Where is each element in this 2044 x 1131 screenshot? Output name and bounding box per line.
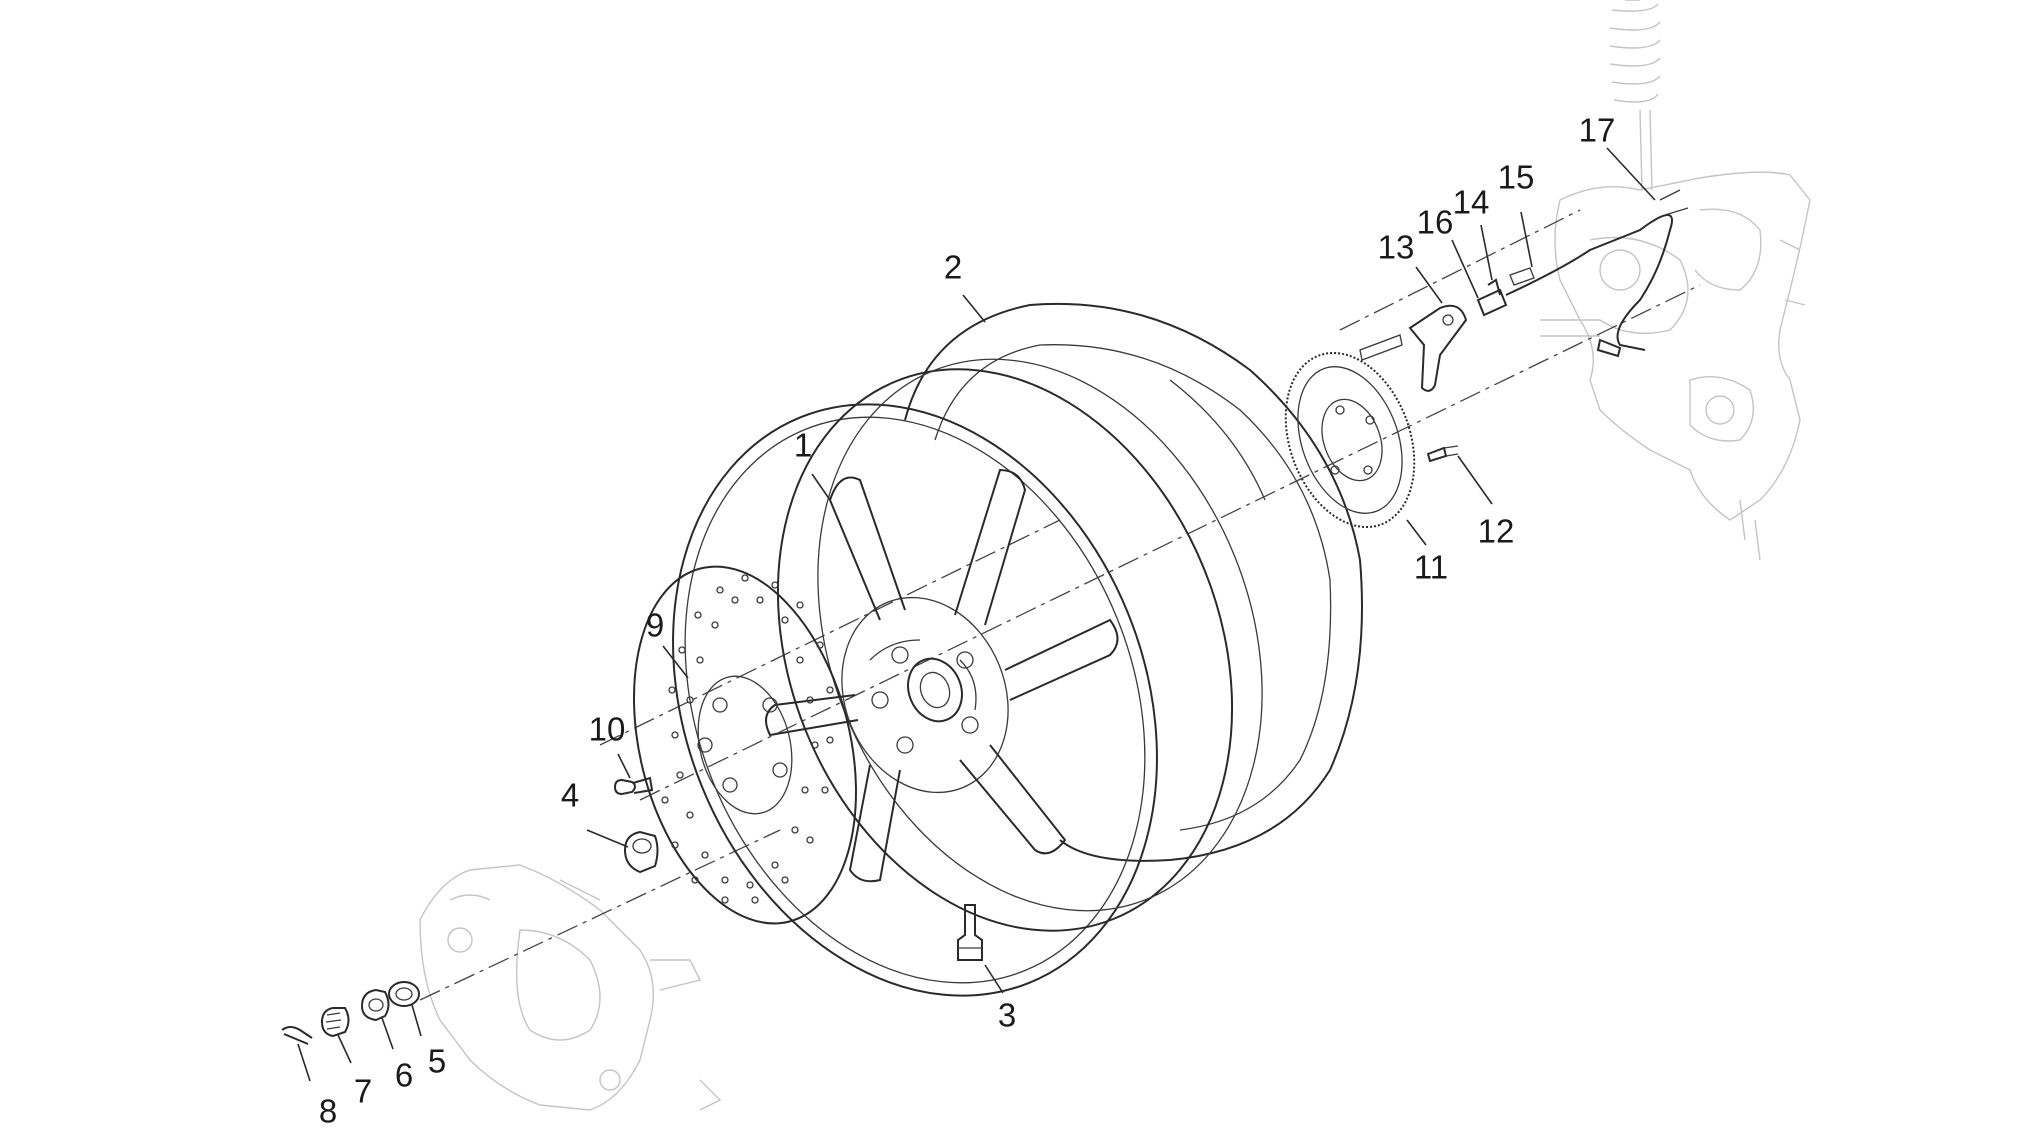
- callout-15: 15: [1498, 159, 1535, 196]
- callout-4: 4: [561, 777, 579, 814]
- callout-11: 11: [1414, 549, 1448, 586]
- axle-nut-7: [320, 1007, 350, 1038]
- callout-16: 16: [1417, 204, 1454, 241]
- callout-1: 1: [794, 427, 812, 464]
- tyre: [904, 302, 1363, 862]
- callout-14: 14: [1453, 184, 1490, 221]
- callout-10: 10: [589, 711, 626, 748]
- callout-13: 13: [1378, 229, 1415, 266]
- spacer-6: [360, 988, 390, 1022]
- bolt-10: [613, 776, 654, 796]
- callout-2: 2: [944, 249, 962, 286]
- screw-12: [1426, 445, 1459, 463]
- split-pin-8: [281, 1026, 313, 1045]
- bearing-5: [388, 981, 420, 1007]
- callout-9: 9: [646, 607, 664, 644]
- callout-7: 7: [354, 1073, 372, 1110]
- callout-3: 3: [998, 997, 1016, 1034]
- sensor-bracket-13: [1359, 304, 1468, 392]
- callout-17: 17: [1579, 112, 1616, 149]
- callout-labels: 1 2 3 4 5 6 7 8 9 10 11 12 13 14 15 16 1…: [319, 112, 1616, 1130]
- rear-suspension-spring-ghost: [1609, 0, 1661, 191]
- transmission-housing-ghost: [1540, 171, 1811, 561]
- abs-sensor-14-16: [1476, 189, 1689, 358]
- spacer-4: [623, 830, 659, 874]
- abs-tone-ring: [1284, 351, 1416, 529]
- assembly-axes: [419, 209, 1701, 1001]
- callout-6: 6: [395, 1057, 413, 1094]
- valve-stem: [957, 904, 983, 961]
- wheel-rim: [672, 358, 1263, 997]
- leader-lines: [297, 147, 1656, 1082]
- brake-disc: [633, 565, 857, 925]
- callout-12: 12: [1478, 513, 1515, 550]
- caliper-bracket-ghost: [419, 864, 722, 1111]
- callout-5: 5: [428, 1043, 446, 1080]
- callout-8: 8: [319, 1093, 337, 1130]
